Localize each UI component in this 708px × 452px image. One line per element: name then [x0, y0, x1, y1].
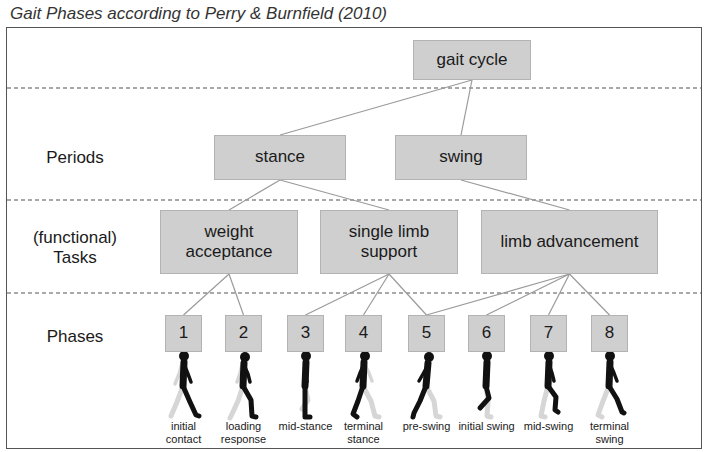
tree-connector [570, 274, 610, 315]
hierarchy-box: limb advancement [481, 210, 658, 274]
walker-figure [301, 351, 311, 417]
phase-name: terminal swing [580, 420, 640, 445]
walker-figure [413, 352, 440, 417]
phase-number-box: 3 [287, 315, 324, 352]
box-text: 3 [301, 323, 310, 343]
phase-name: mid-stance [276, 420, 336, 433]
hierarchy-box: stance [214, 135, 346, 180]
box-text: gait cycle [437, 50, 508, 70]
tree-connector [389, 274, 427, 315]
phase-name: terminal stance [334, 420, 394, 445]
row-label: Phases [20, 327, 130, 347]
phase-number-box: 5 [408, 315, 445, 352]
tree-connector [280, 80, 472, 135]
tree-connector [549, 274, 570, 315]
walking-figures [171, 351, 624, 418]
phase-number-box: 4 [345, 315, 382, 352]
box-text: 2 [239, 323, 248, 343]
box-text: swing [439, 147, 482, 167]
diagram-title: Gait Phases according to Perry & Burnfie… [10, 4, 387, 24]
divider-line [7, 87, 701, 88]
box-text: 4 [359, 323, 368, 343]
walker-figure [541, 351, 558, 417]
outer-frame [7, 28, 702, 449]
tree-connector [280, 180, 389, 210]
box-text: weight acceptance [169, 222, 289, 263]
tree-connector [487, 274, 570, 315]
tree-connector [461, 180, 570, 210]
tree-connector [229, 180, 280, 210]
phase-name: loading response [214, 420, 274, 445]
box-text: 1 [179, 323, 188, 343]
box-text: 5 [422, 323, 431, 343]
phase-number-box: 2 [225, 315, 262, 352]
phase-name: initial swing [457, 420, 517, 433]
tree-connector [306, 274, 390, 315]
tree-connector [184, 274, 230, 315]
box-text: 6 [482, 323, 491, 343]
tree-connector [364, 274, 390, 315]
tree-connector [229, 274, 244, 315]
row-label: (functional) Tasks [20, 228, 130, 267]
box-text: limb advancement [501, 232, 639, 252]
box-text: stance [255, 147, 305, 167]
phase-name: initial contact [154, 420, 214, 445]
box-text: 7 [544, 323, 553, 343]
divider-line [7, 292, 701, 293]
box-text: 8 [605, 323, 614, 343]
walker-figure [230, 352, 256, 418]
tree-connector [461, 80, 472, 135]
phase-number-box: 1 [165, 315, 202, 352]
walker-figure [171, 351, 199, 416]
phase-number-box: 6 [468, 315, 505, 352]
walker-figure [353, 351, 379, 417]
phase-number-box: 7 [530, 315, 567, 352]
hierarchy-box: swing [395, 135, 527, 180]
hierarchy-box: gait cycle [413, 40, 531, 80]
walker-figure [480, 351, 492, 417]
row-dividers [7, 88, 701, 293]
hierarchy-box: single limb support [320, 210, 458, 274]
phase-name: mid-swing [519, 420, 579, 433]
walker-figure [598, 351, 624, 417]
tree-connector [427, 274, 570, 315]
phase-number-box: 8 [591, 315, 628, 352]
box-text: single limb support [329, 222, 449, 263]
phase-name: pre-swing [397, 420, 457, 433]
row-label: Periods [20, 148, 130, 168]
hierarchy-box: weight acceptance [160, 210, 298, 274]
